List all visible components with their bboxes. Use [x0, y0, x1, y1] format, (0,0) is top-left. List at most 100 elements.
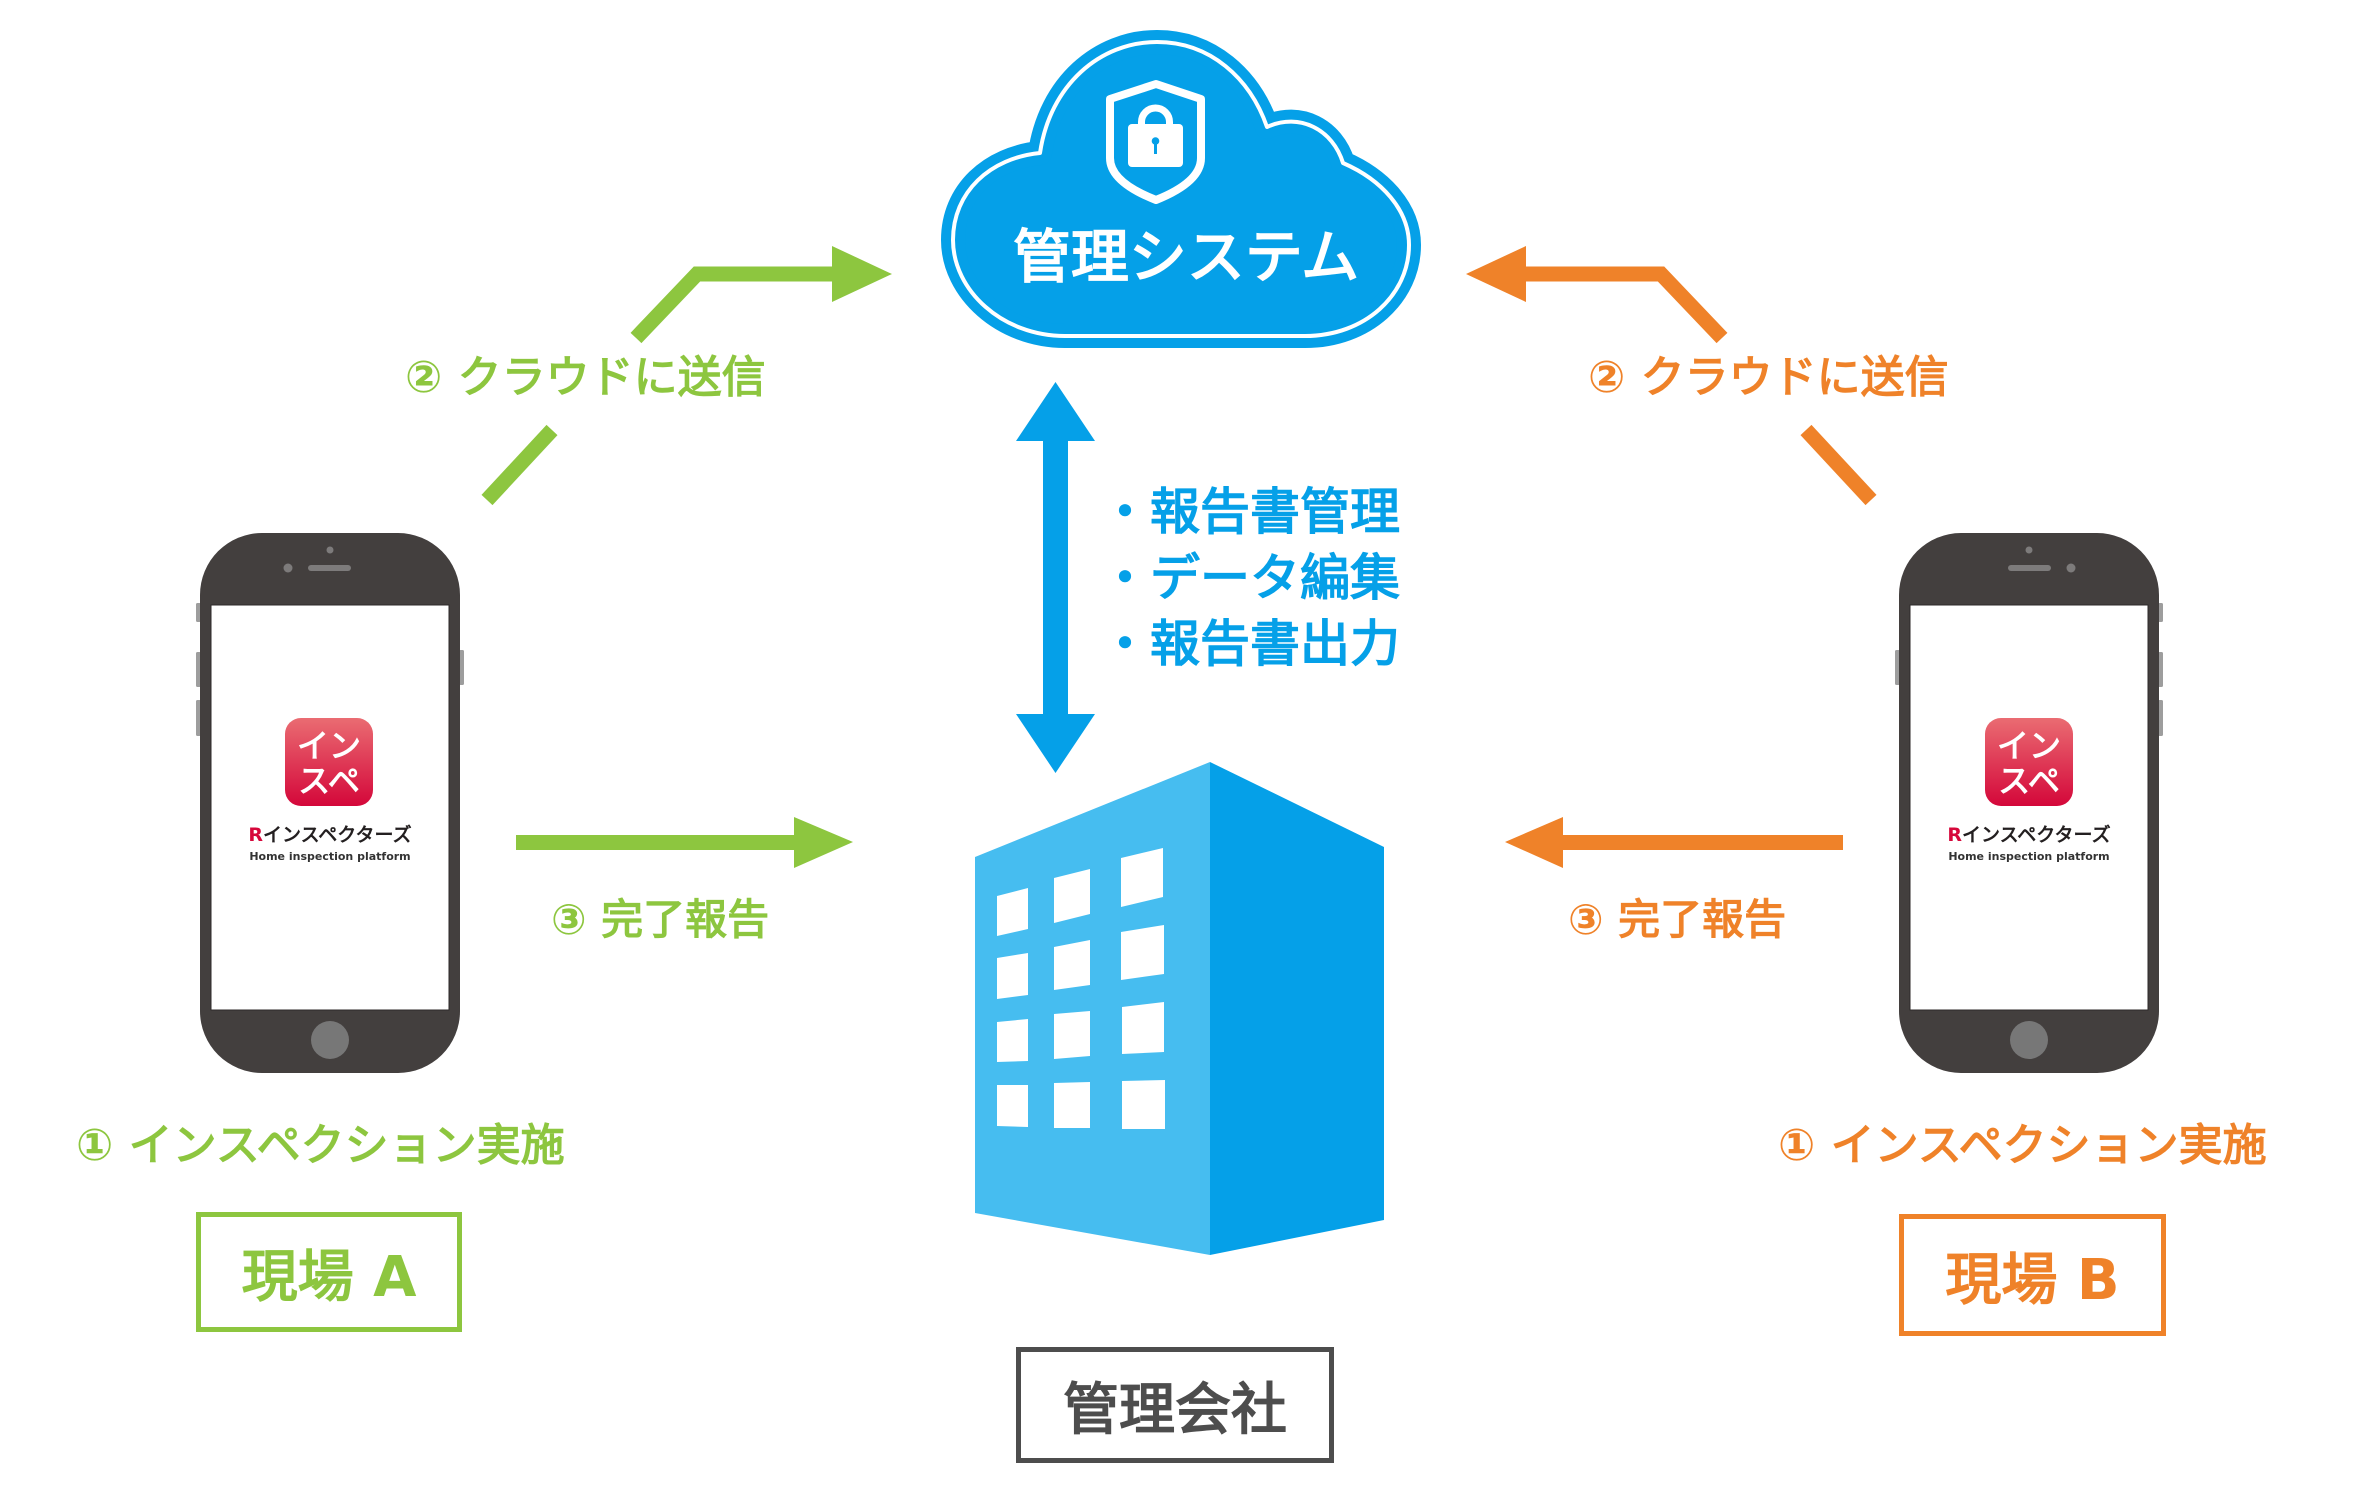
brand-name: インスペクターズ	[263, 824, 412, 846]
phone-side-button	[196, 603, 201, 622]
site-a-step2-label: ② クラウドに送信	[405, 352, 766, 403]
cloud-management-system	[941, 30, 1421, 348]
office-building-icon	[975, 762, 1384, 1255]
arrow-head	[1466, 246, 1526, 302]
phone-side-button	[196, 700, 201, 736]
shield-icon	[1106, 80, 1205, 204]
arrow-line	[516, 835, 796, 850]
phone-side-button	[196, 652, 201, 687]
phone-side-button	[459, 650, 464, 685]
app-brand-logo: Rインスペクターズ	[230, 825, 430, 845]
lock-keyhole-stem	[1154, 142, 1157, 154]
building-window	[1122, 1080, 1165, 1129]
building-window	[997, 1019, 1028, 1062]
arrow-site-b-to-cloud	[1466, 246, 1877, 506]
phone-camera-icon	[2066, 563, 2076, 573]
app-tagline: Home inspection platform	[249, 850, 411, 863]
function-item: ・報告書出力	[1100, 611, 1400, 677]
brand-r-mark: R	[248, 824, 264, 846]
app-icon	[285, 718, 373, 806]
company-label: 管理会社	[1063, 1377, 1287, 1443]
phone-home-button	[311, 1021, 349, 1059]
double-arrow-shaft	[1043, 440, 1068, 715]
building-side-face	[1210, 762, 1384, 1255]
phone-speaker	[308, 565, 351, 571]
arrow-site-a-to-company	[516, 817, 853, 868]
building-window	[1054, 1011, 1090, 1059]
smartphone-site-b	[1895, 533, 2163, 1073]
site-b-step3-label: ③ 完了報告	[1568, 895, 1787, 944]
phone-home-button	[2010, 1021, 2048, 1059]
phone-screen	[1909, 604, 2149, 1011]
site-a-label: 現場 A	[241, 1244, 417, 1310]
phone-speaker	[2008, 565, 2051, 571]
brand-r-mark: R	[1947, 824, 1963, 846]
building-window	[997, 888, 1028, 936]
site-a-step3-label: ③ 完了報告	[551, 895, 770, 944]
function-label: 報告書管理	[1150, 483, 1400, 541]
function-label: データ編集	[1150, 549, 1400, 607]
arrow-line-lower	[1800, 424, 1877, 506]
arrow-line-lower	[481, 424, 558, 506]
building-window	[997, 1085, 1028, 1127]
app-tagline: Home inspection platform	[1948, 850, 2110, 863]
arrow-line	[1523, 266, 1728, 344]
function-list: ・報告書管理 ・データ編集 ・報告書出力	[1100, 479, 1400, 677]
phone-side-button	[2158, 652, 2163, 687]
building-window	[1121, 848, 1163, 907]
app-icon-text-line1: イン	[1996, 727, 2061, 765]
building-window	[1054, 940, 1090, 990]
function-label: 報告書出力	[1150, 615, 1400, 673]
app-icon-text-line1: イン	[296, 727, 361, 765]
lock-shackle	[1138, 104, 1173, 127]
building-window	[1054, 869, 1090, 923]
double-arrow-head-down	[1016, 714, 1095, 773]
bullet: ・	[1100, 615, 1150, 673]
arrow-head	[832, 246, 892, 302]
app-brand-logo: Rインスペクターズ	[1929, 825, 2129, 845]
bullet: ・	[1100, 549, 1150, 607]
lock-keyhole	[1151, 137, 1160, 145]
bullet: ・	[1100, 483, 1150, 541]
double-arrow-head-up	[1016, 382, 1095, 441]
app-icon-text-line2: スペ	[298, 762, 360, 800]
phone-sensor-dot	[2025, 546, 2033, 554]
function-item: ・報告書管理	[1100, 479, 1400, 545]
sync-double-arrow	[1016, 382, 1095, 773]
arrow-head	[1505, 817, 1563, 868]
function-item: ・データ編集	[1100, 545, 1400, 611]
site-b-label: 現場 B	[1945, 1247, 2120, 1313]
site-b-step1-label: ① インスペクション実施	[1778, 1120, 2267, 1171]
building-front-face	[975, 762, 1210, 1255]
building-window	[997, 953, 1028, 999]
app-icon	[1985, 718, 2073, 806]
site-a-step1-label: ① インスペクション実施	[76, 1120, 565, 1171]
building-window	[1121, 925, 1164, 980]
site-b-step2-label: ② クラウドに送信	[1588, 352, 1949, 403]
arrow-line	[630, 266, 835, 344]
shield-lock-icon	[1106, 80, 1205, 204]
building-window	[1054, 1082, 1090, 1128]
arrow-line	[1560, 835, 1843, 850]
building-windows	[997, 848, 1165, 1129]
arrow-site-b-to-company	[1505, 817, 1843, 868]
building-window	[1122, 1002, 1164, 1054]
phone-screen	[210, 604, 450, 1011]
phone-sensor-dot	[326, 546, 334, 554]
brand-name: インスペクターズ	[1962, 824, 2111, 846]
phone-side-button	[2158, 603, 2163, 622]
app-icon-text-line2: スペ	[1998, 762, 2060, 800]
phone-side-button	[2158, 700, 2163, 736]
site-b-box: 現場 B	[1899, 1214, 2166, 1336]
smartphone-site-a	[196, 533, 464, 1073]
phone-side-button	[1895, 650, 1900, 685]
cloud-title: 管理システム	[1012, 223, 1360, 291]
company-box: 管理会社	[1016, 1347, 1334, 1463]
site-a-box: 現場 A	[196, 1212, 462, 1332]
arrow-head	[794, 817, 853, 868]
phone-camera-icon	[283, 563, 293, 573]
arrow-site-a-to-cloud	[481, 246, 892, 506]
cloud-inner-outline	[951, 40, 1411, 338]
